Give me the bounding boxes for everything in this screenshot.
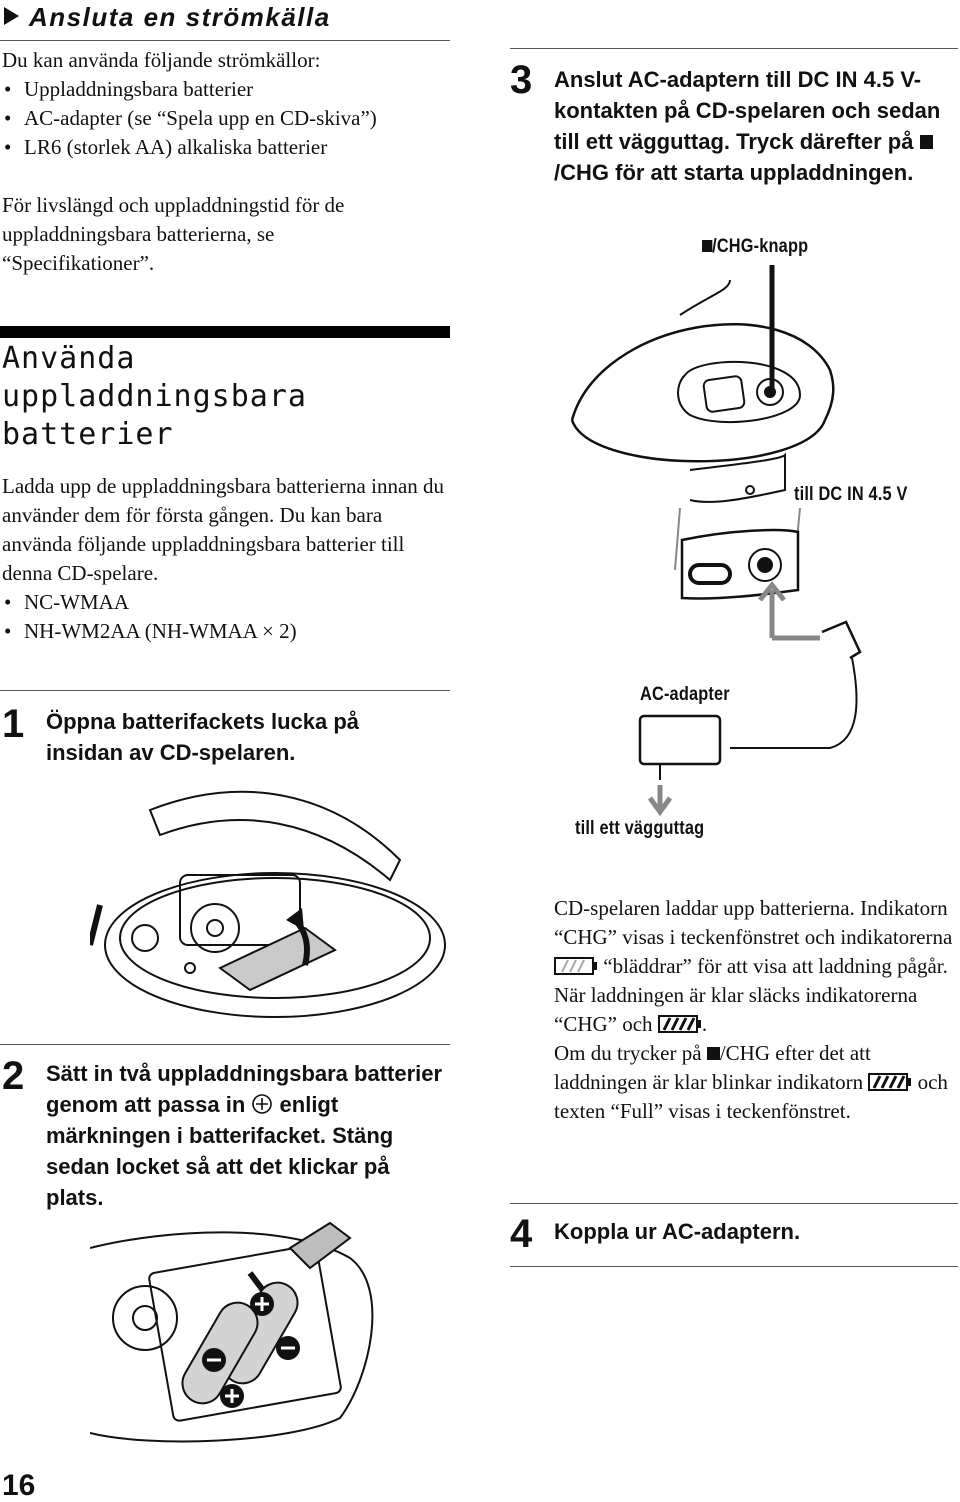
list-item: LR6 (storlek AA) alkaliska batterier	[2, 133, 442, 162]
section-title: Använda uppladdningsbara batterier	[2, 341, 307, 452]
intro-block: Du kan använda följande strömkällor: Upp…	[2, 46, 442, 278]
intro-lead: Du kan använda följande strömkällor:	[2, 48, 321, 72]
step-number-1: 1	[2, 702, 25, 746]
step-3-text: Anslut AC-adaptern till DC IN 4.5 V-kont…	[554, 67, 941, 185]
ac-adapter-label: AC-adapter	[640, 684, 730, 705]
section-description: Ladda upp de uppladdningsbara batteriern…	[2, 474, 445, 585]
step4-rule	[510, 1203, 958, 1204]
step-number-4: 4	[510, 1212, 533, 1256]
battery-full-icon	[657, 1015, 701, 1033]
step2-rule	[0, 1044, 450, 1045]
list-item: NH-WM2AA (NH-WMAA × 2)	[2, 617, 454, 646]
stop-icon	[702, 239, 713, 252]
step1-rule	[0, 690, 450, 691]
intro-note: För livslängd och uppladdningstid för de…	[2, 193, 345, 275]
step3-rule	[510, 48, 958, 49]
step-4-text: Koppla ur AC-adaptern.	[554, 1219, 801, 1244]
power-source-list: Uppladdningsbara batterier AC-adapter (s…	[2, 75, 442, 162]
battery-empty-icon	[554, 957, 597, 975]
step-number-3: 3	[510, 58, 533, 102]
triangle-right-icon	[4, 7, 19, 25]
wall-outlet-label: till ett vägguttag	[575, 818, 705, 839]
stop-icon	[706, 1046, 720, 1060]
step-number-2: 2	[2, 1054, 25, 1098]
charging-description: CD-spelaren laddar upp batterierna. Indi…	[554, 896, 953, 1123]
ac-connection-illustration	[570, 265, 862, 817]
open-lid-illustration	[90, 790, 446, 1018]
list-item: AC-adapter (se “Spela upp en CD-skiva”)	[2, 104, 442, 133]
section-body: Ladda upp de uppladdningsbara batteriern…	[2, 472, 454, 646]
header-rule	[0, 40, 450, 41]
dc-in-label: till DC IN 4.5 V	[794, 484, 908, 505]
stop-icon	[919, 134, 934, 149]
battery-insertion-illustration	[90, 1221, 374, 1443]
section-accent-bar	[0, 326, 450, 338]
list-item: Uppladdningsbara batterier	[2, 75, 442, 104]
page-number: 16	[2, 1469, 36, 1502]
list-item: NC-WMAA	[2, 588, 454, 617]
plus-circle-icon	[252, 1094, 273, 1114]
bottom-rule	[510, 1266, 958, 1267]
battery-full-icon	[868, 1073, 912, 1091]
page-title: Ansluta en strömkälla	[29, 2, 331, 32]
step-2-text: Sätt in två uppladdningsbara batterier g…	[46, 1061, 443, 1210]
chg-button-label: /CHG-knapp	[702, 236, 808, 258]
step-1-text: Öppna batterifackets lucka på insidan av…	[46, 709, 359, 765]
battery-list: NC-WMAA NH-WM2AA (NH-WMAA × 2)	[2, 588, 454, 646]
page-header: Ansluta en strömkälla	[4, 2, 331, 33]
